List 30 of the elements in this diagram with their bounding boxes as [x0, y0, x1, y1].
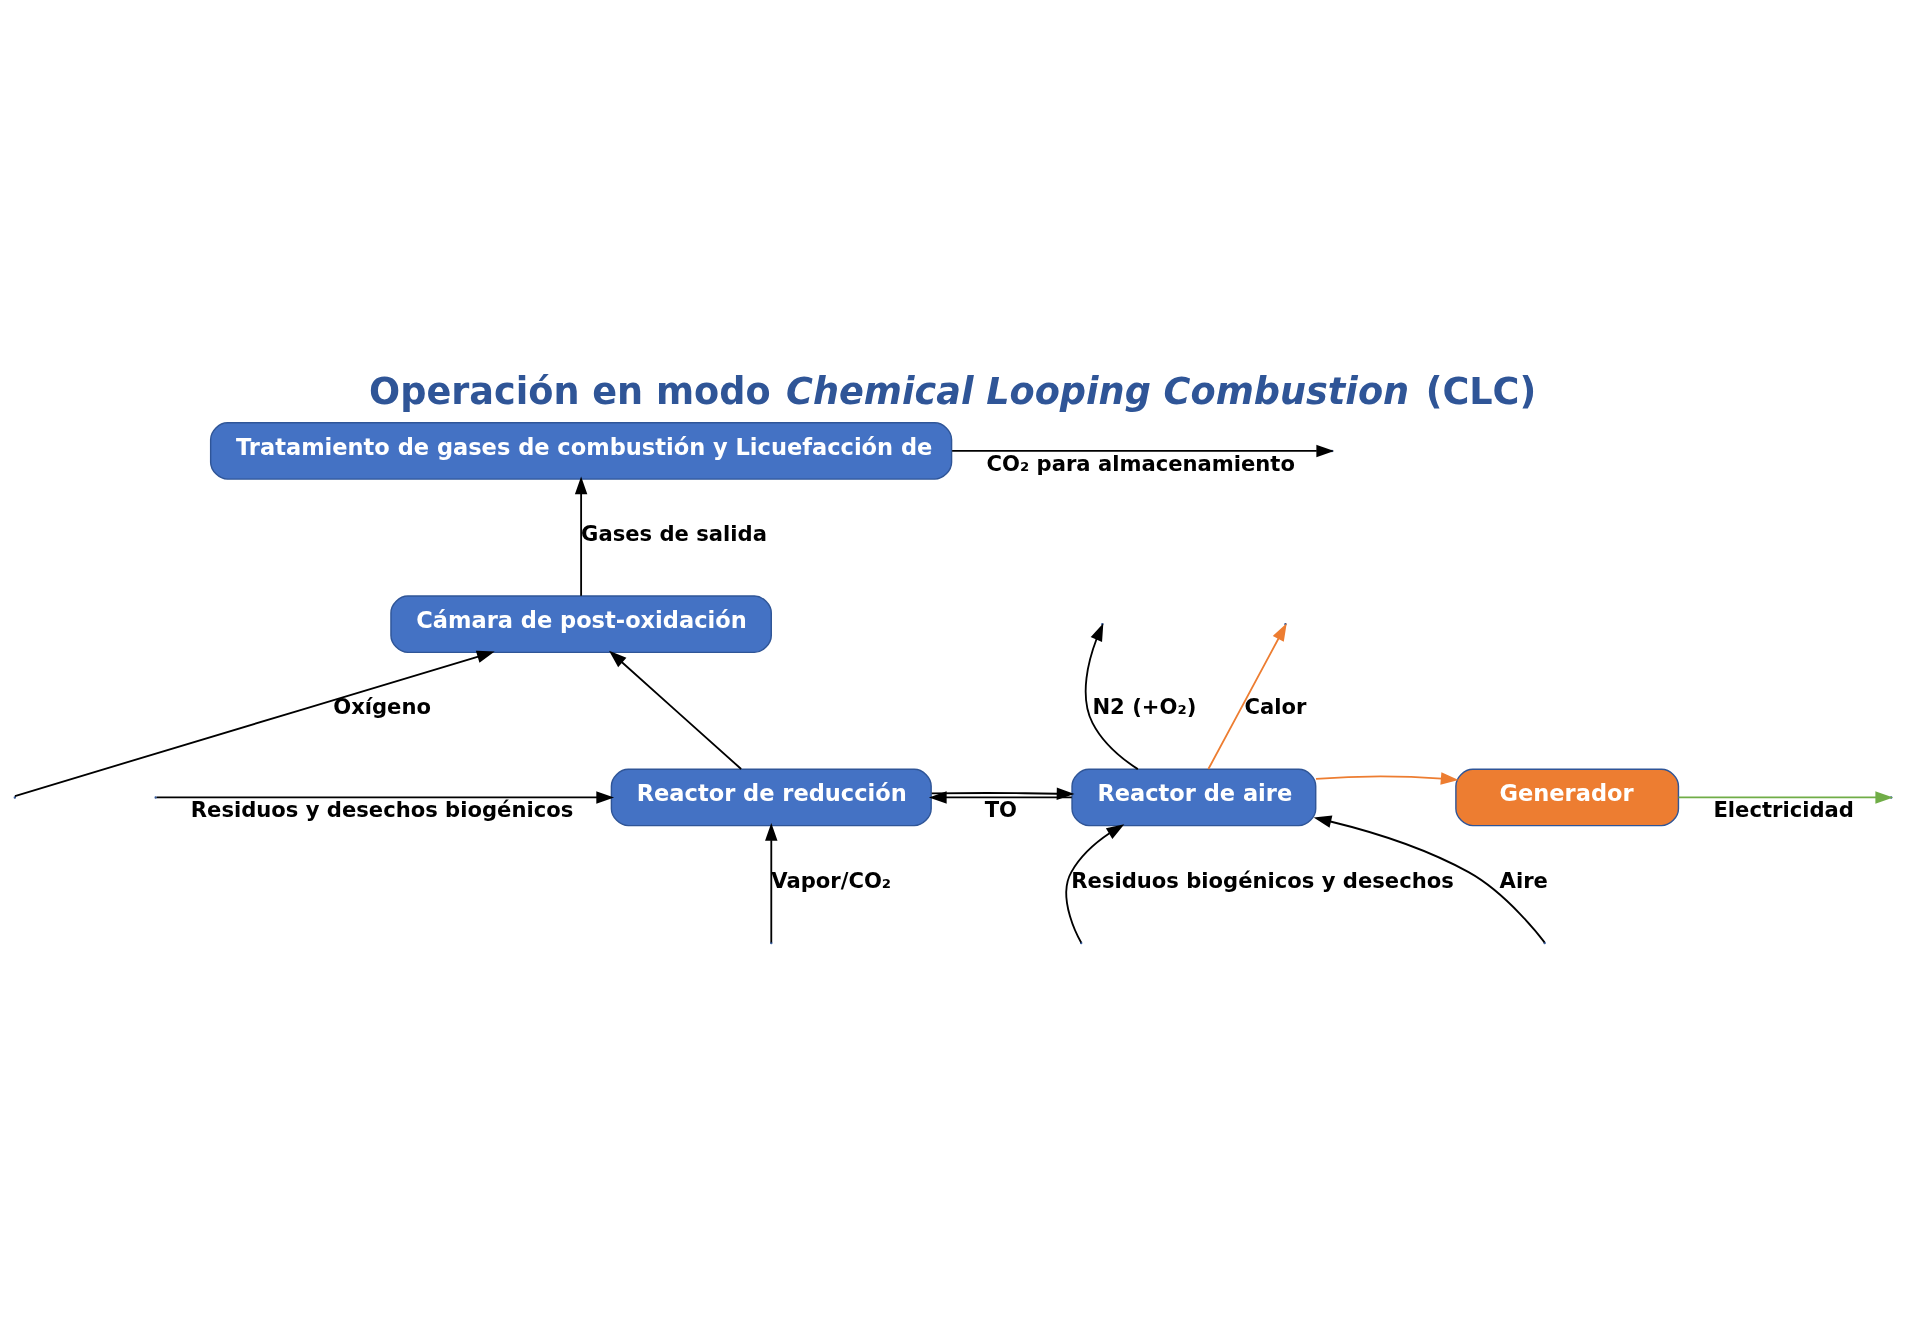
arrow	[14, 650, 495, 797]
arrow	[928, 791, 1073, 804]
arrow	[930, 787, 1075, 800]
arrow	[1207, 623, 1287, 770]
edge-label: Vapor/CO₂	[771, 867, 892, 893]
edge-label: TO	[984, 797, 1018, 823]
node-box: Generador	[1455, 768, 1680, 827]
arrow	[155, 791, 615, 804]
node-box: Reactor de reducción	[610, 768, 932, 827]
arrow	[765, 823, 778, 944]
arrow	[609, 650, 743, 770]
node-box: Reactor de aire	[1071, 768, 1317, 827]
edge-label: Aire	[1499, 867, 1548, 893]
edge-label: CO₂ para almacenamiento	[986, 450, 1295, 476]
arrow	[1084, 623, 1139, 771]
edge-label: Oxígeno	[333, 694, 431, 720]
arrow	[574, 476, 588, 597]
edge-label: Electricidad	[1713, 797, 1854, 823]
arrow	[1313, 815, 1546, 944]
diagram-title: Operación en modo Chemical Looping Combustion (CLC)	[369, 370, 1537, 414]
arrow	[1315, 772, 1459, 785]
edge-label: Residuos y desechos biogénicos	[190, 797, 574, 823]
arrow	[1065, 824, 1125, 944]
edge-label: Gases de salida	[581, 521, 767, 547]
edge-label: Calor	[1244, 694, 1307, 720]
edge-label: Residuos biogénicos y desechos	[1071, 867, 1454, 893]
arrow	[1677, 791, 1894, 804]
node-box: Cámara de post-oxidación	[390, 595, 772, 654]
node-box: Tratamiento de gases de combustión y Licuefacción de	[209, 422, 953, 480]
edge-label: N2 (+O₂)	[1092, 694, 1197, 720]
